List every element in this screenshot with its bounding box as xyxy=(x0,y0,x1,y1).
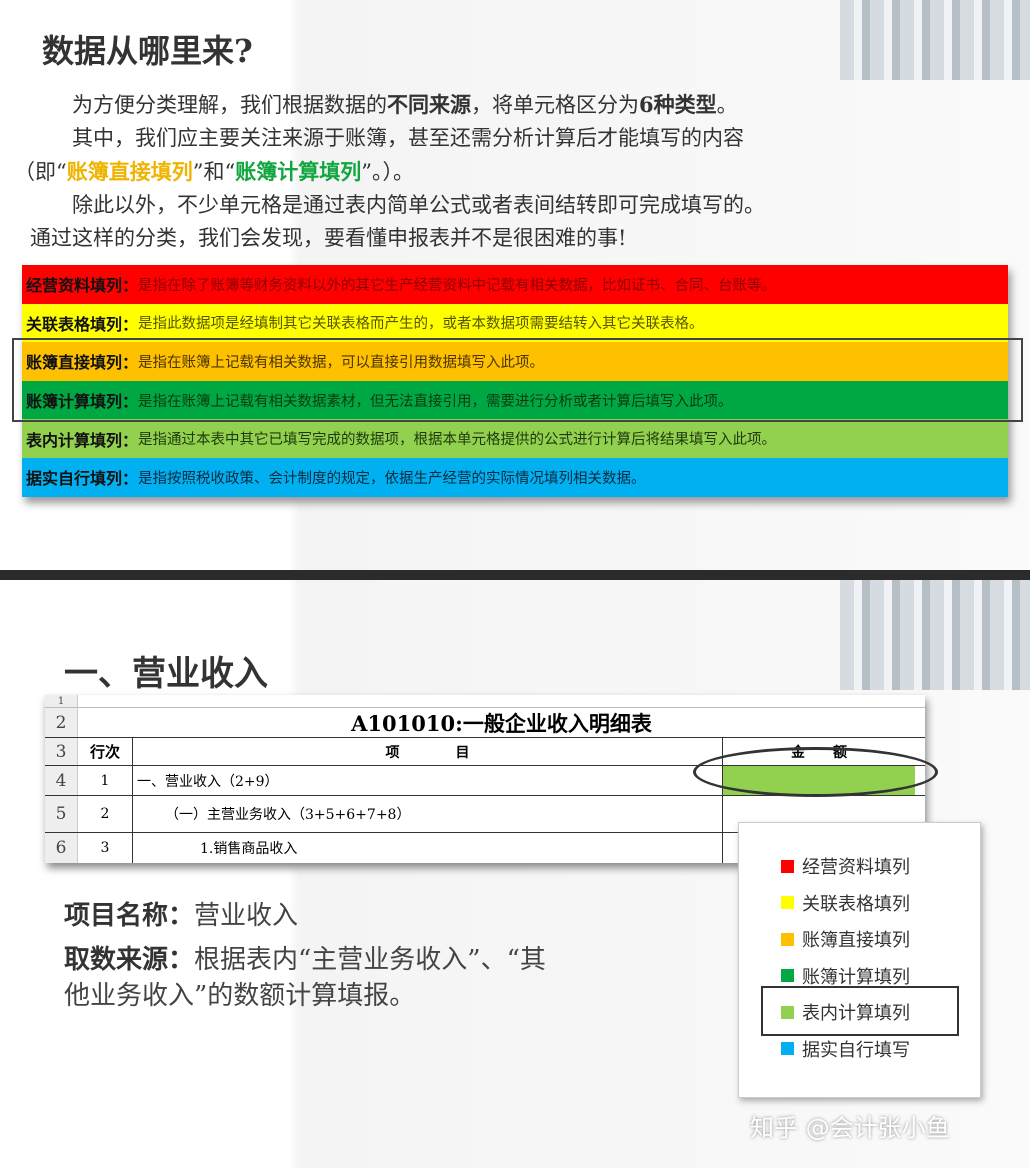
legend-item: 账簿直接填列 xyxy=(781,926,910,952)
legend: 经营资料填列关联表格填列账簿直接填列账簿计算填列表内计算填列据实自行填写 xyxy=(738,822,981,1098)
text: 除此以外，不少单元格是通过表内简单公式或者表间结转即可完成填写的。 xyxy=(72,193,765,217)
watermark: 知乎 @会计张小鱼 xyxy=(750,1114,950,1142)
category-row: 经营资料填列：是指在除了账簿等财务资料以外的其它生产经营资料中记载有相关数据，比… xyxy=(22,265,1008,304)
legend-item: 账簿计算填列 xyxy=(781,963,910,989)
category-row: 据实自行填列：是指按照税收政策、会计制度的规定，依据生产经营的实际情况填列相关数… xyxy=(22,457,1008,497)
category-row: 表内计算填列：是指通过本表中其它已填写完成的数据项，根据本单元格提供的公式进行计… xyxy=(22,419,1008,458)
slide-data-sources: 数据从哪里来? 为方便分类理解，我们根据数据的不同来源，将单元格区分为6种类型。… xyxy=(0,0,1030,570)
row-number: 4 xyxy=(45,766,78,795)
slide-title: 一、营业收入 xyxy=(64,654,268,694)
category-name: 经营资料填列： xyxy=(26,276,139,296)
legend-swatch xyxy=(781,896,794,909)
slide-title: 数据从哪里来? xyxy=(42,32,253,70)
legend-swatch xyxy=(781,1005,794,1019)
legend-label: 据实自行填写 xyxy=(802,1039,910,1061)
text: 为方便分类理解，我们根据数据的 xyxy=(72,93,387,117)
row-number: 2 xyxy=(45,708,78,737)
legend-item: 经营资料填列 xyxy=(781,853,910,879)
text: （即“ xyxy=(14,160,67,184)
intro-paragraph: 为方便分类理解，我们根据数据的不同来源，将单元格区分为6种类型。 其中，我们应主… xyxy=(14,88,1010,255)
highlight-frame xyxy=(12,338,1023,422)
legend-label: 账簿直接填列 xyxy=(802,930,910,951)
category-description: 是指在除了账簿等财务资料以外的其它生产经营资料中记载有相关数据，比如证书、合同、… xyxy=(138,277,777,294)
category-row: 关联表格填列：是指此数据项是经填制其它关联表格而产生的，或者本数据项需要结转入其… xyxy=(22,303,1008,343)
category-row: 账簿直接填列：是指在账簿上记载有相关数据，可以直接引用数据填写入此项。 xyxy=(22,342,1008,381)
category-name: 账簿直接填列： xyxy=(26,353,139,373)
label: 项目名称： xyxy=(64,901,195,931)
label: 取数来源： xyxy=(64,945,195,975)
value: 他业务收入”的数额计算填报。 xyxy=(64,981,416,1011)
legend-swatch xyxy=(781,932,794,946)
legend-swatch xyxy=(781,969,794,982)
legend-label: 账簿计算填列 xyxy=(802,966,910,988)
table-title: A101010:一般企业收入明细表 xyxy=(351,710,652,736)
category-name: 关联表格填列： xyxy=(26,314,139,334)
text: 账簿计算填列 xyxy=(235,159,362,184)
column-header: 项 目 xyxy=(133,738,723,765)
text: 6种类型 xyxy=(639,92,717,117)
row-number: 1 xyxy=(45,695,78,707)
data-source: 取数来源：根据表内“主营业务收入”、“其他业务收入”的数额计算填报。 xyxy=(64,942,546,1014)
table-cell: 2 xyxy=(78,796,133,832)
text: 。 xyxy=(716,93,738,117)
category-description: 是指通过本表中其它已填写完成的数据项，根据本单元格提供的公式进行计算后将结果填写… xyxy=(138,432,777,449)
category-row: 账簿计算填列：是指在账簿上记载有相关数据素材，但无法直接引用，需要进行分析或者计… xyxy=(22,380,1008,420)
text: ”。）。 xyxy=(361,160,414,184)
category-description: 是指在账簿上记载有相关数据，可以直接引用数据填写入此项。 xyxy=(138,354,545,371)
table-cell: 1.销售商品收入 xyxy=(200,833,723,863)
row-number: 3 xyxy=(45,738,78,765)
table-cell: （一）主营业务收入（3+5+6+7+8） xyxy=(165,796,723,832)
text: ”和“ xyxy=(192,160,236,184)
row-number: 6 xyxy=(45,833,78,863)
divider xyxy=(0,570,1030,580)
category-description: 是指在账簿上记载有相关数据素材，但无法直接引用，需要进行分析或者计算后填写入此项… xyxy=(138,393,733,410)
category-description: 是指此数据项是经填制其它关联表格而产生的，或者本数据项需要结转入其它关联表格。 xyxy=(138,316,704,333)
city-illustration xyxy=(840,580,1030,690)
column-header: 行次 xyxy=(78,738,133,765)
city-illustration xyxy=(840,0,1030,80)
category-name: 表内计算填列： xyxy=(26,430,139,450)
text: 不同来源 xyxy=(387,92,471,117)
legend-swatch xyxy=(781,1042,794,1055)
table-cell: 3 xyxy=(78,833,133,863)
table-cell: 1 xyxy=(78,766,133,795)
legend-item: 据实自行填写 xyxy=(781,1036,910,1062)
category-name: 据实自行填列： xyxy=(26,469,139,489)
value: 根据表内“主营业务收入”、“其 xyxy=(194,945,546,975)
legend-label: 表内计算填列 xyxy=(802,1003,910,1024)
item-name: 项目名称：营业收入 xyxy=(64,898,298,934)
category-list: 经营资料填列：是指在除了账簿等财务资料以外的其它生产经营资料中记载有相关数据，比… xyxy=(22,265,1008,497)
legend-swatch xyxy=(781,859,794,873)
legend-highlight-frame xyxy=(761,986,959,1036)
table-cell: 一、营业收入（2+9） xyxy=(137,766,723,795)
legend-item: 关联表格填列 xyxy=(781,890,910,916)
category-name: 账簿计算填列： xyxy=(26,392,139,412)
text: 其中，我们应主要关注来源于账簿，甚至还需分析计算后才能填写的内容 xyxy=(72,126,744,150)
text: ，将单元格区分为 xyxy=(471,93,639,117)
text: 账簿直接填列 xyxy=(66,159,193,184)
legend-label: 经营资料填列 xyxy=(802,857,910,878)
row-number: 5 xyxy=(45,796,78,832)
category-description: 是指按照税收政策、会计制度的规定，依据生产经营的实际情况填列相关数据。 xyxy=(138,470,646,487)
value: 营业收入 xyxy=(194,901,299,931)
legend-item: 表内计算填列 xyxy=(781,999,910,1025)
text: 通过这样的分类，我们会发现，要看懂申报表并不是很困难的事! xyxy=(30,226,627,250)
highlight-oval xyxy=(693,747,938,797)
legend-label: 关联表格填列 xyxy=(802,893,910,915)
